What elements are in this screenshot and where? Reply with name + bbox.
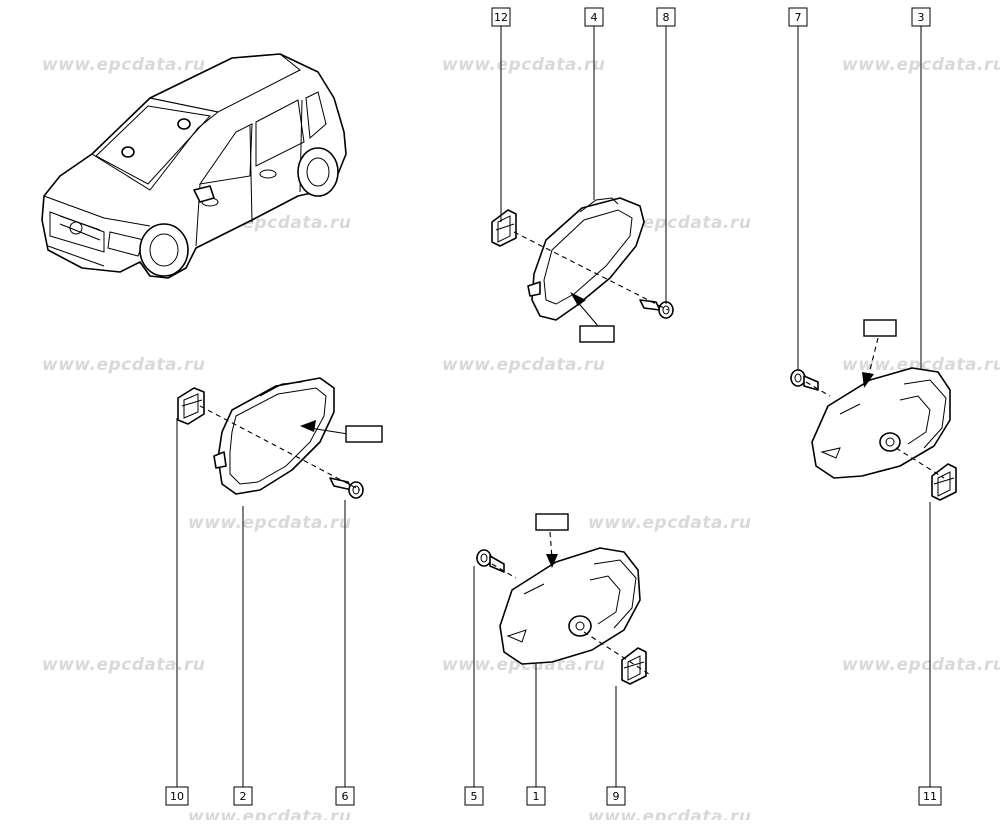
callout-label: 4 xyxy=(591,11,598,24)
callout-6[interactable]: 6 xyxy=(335,786,355,806)
label-tag-icon xyxy=(535,513,569,531)
callout-8[interactable]: 8 xyxy=(656,7,676,27)
handle-group-right xyxy=(790,319,957,501)
screw-icon xyxy=(476,549,505,573)
watermark-text: www.epcdata.ru xyxy=(442,355,605,375)
callout-label: 1 xyxy=(533,790,540,803)
callout-label: 3 xyxy=(918,11,925,24)
callout-10[interactable]: 10 xyxy=(165,786,189,806)
watermark-text: www.epcdata.ru xyxy=(42,655,205,675)
clip-icon xyxy=(931,463,957,501)
label-tag-icon xyxy=(579,325,615,343)
callout-label: 9 xyxy=(613,790,620,803)
clip-icon xyxy=(177,387,205,425)
callout-label: 2 xyxy=(240,790,247,803)
callout-12[interactable]: 12 xyxy=(491,7,511,27)
callout-11[interactable]: 11 xyxy=(918,786,942,806)
watermark-text: www.epcdata.ru xyxy=(442,55,605,75)
hatchback-car-icon xyxy=(41,53,347,279)
callout-label: 7 xyxy=(795,11,802,24)
callout-label: 11 xyxy=(923,790,937,803)
callout-2[interactable]: 2 xyxy=(233,786,253,806)
callout-5[interactable]: 5 xyxy=(464,786,484,806)
callout-3[interactable]: 3 xyxy=(911,7,931,27)
handle-group-left xyxy=(177,377,383,499)
door-handle-icon xyxy=(213,377,335,495)
watermark-text: www.epcdata.ru xyxy=(42,355,205,375)
callout-label: 12 xyxy=(494,11,508,24)
screw-icon xyxy=(329,477,364,499)
callout-9[interactable]: 9 xyxy=(606,786,626,806)
callout-7[interactable]: 7 xyxy=(788,7,808,27)
callout-label: 10 xyxy=(170,790,184,803)
label-tag-icon xyxy=(863,319,897,337)
clip-icon xyxy=(621,647,647,685)
watermark-text: www.epcdata.ru xyxy=(188,513,351,533)
door-handle-icon xyxy=(499,547,641,665)
watermark-text: www.epcdata.ru xyxy=(442,655,605,675)
screw-icon xyxy=(639,299,674,319)
callout-label: 6 xyxy=(342,790,349,803)
callout-4[interactable]: 4 xyxy=(584,7,604,27)
watermark-text: www.epcdata.ru xyxy=(42,55,205,75)
watermark-text: www.epcdata.ru xyxy=(588,513,751,533)
door-handle-icon xyxy=(811,367,951,479)
callout-1[interactable]: 1 xyxy=(526,786,546,806)
watermark-text: www.epcdata.ru xyxy=(188,807,351,820)
clip-icon xyxy=(491,209,517,247)
callout-label: 5 xyxy=(471,790,478,803)
callout-label: 8 xyxy=(663,11,670,24)
handle-group-bottom xyxy=(476,513,653,685)
watermark-text: www.epcdata.ru xyxy=(842,655,1000,675)
handle-group-top xyxy=(491,197,674,343)
leader-lines xyxy=(176,26,931,788)
watermark-text: www.epcdata.ru xyxy=(588,807,751,820)
door-handle-icon xyxy=(527,197,645,327)
label-tag-icon xyxy=(345,425,383,443)
